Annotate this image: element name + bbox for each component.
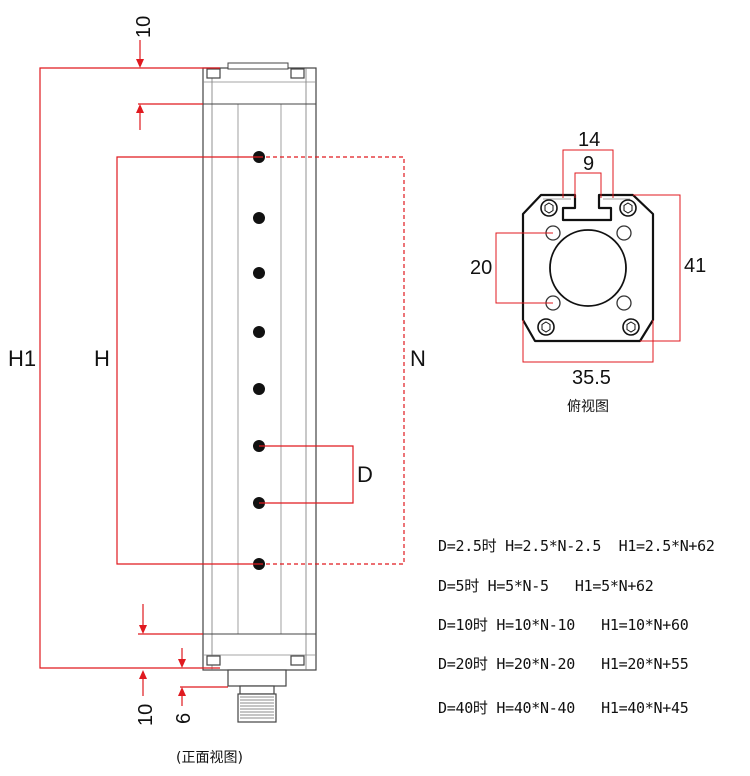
- corner-screw: [540, 199, 558, 217]
- m12-connector: [227, 669, 287, 723]
- corner-clip-bottom-left: [206, 655, 221, 666]
- top-cap: [227, 62, 289, 70]
- h1-dimension: [39, 67, 220, 669]
- formula-d2-5: D=2.5时 H=2.5*N-2.5 H1=2.5*N+62: [438, 537, 715, 555]
- front-view-caption: (正面视图): [176, 750, 243, 766]
- corner-clip-top-left: [206, 68, 221, 79]
- beam-dot: [253, 326, 265, 338]
- front-view: [202, 62, 317, 723]
- outer-slot-label: 14: [578, 129, 600, 151]
- inner-slot-label: 9: [583, 153, 594, 175]
- h1-label: H1: [8, 346, 36, 371]
- hole-spacing-label: 20: [470, 257, 492, 279]
- corner-screw: [537, 318, 555, 336]
- width-label: 35.5: [572, 367, 611, 389]
- height-dim: [633, 194, 681, 342]
- corner-screw: [619, 199, 637, 217]
- front-dimensions: [39, 40, 405, 706]
- mount-hole: [616, 225, 632, 241]
- connector-offset-label: 6: [173, 713, 195, 724]
- formula-d40: D=40时 H=40*N-40 H1=40*N+45: [438, 699, 689, 717]
- height-label: 41: [684, 255, 706, 277]
- top-gap-label: 10: [133, 16, 155, 38]
- formula-d5: D=5时 H=5*N-5 H1=5*N+62: [438, 577, 654, 595]
- formula-d20: D=20时 H=20*N-20 H1=20*N+55: [438, 655, 689, 673]
- corner-clip-bottom-right: [290, 655, 305, 666]
- top-view-dimensions: [495, 149, 681, 363]
- beam-dot: [253, 383, 265, 395]
- top-view: [521, 193, 655, 343]
- hole-spacing-dim: [495, 232, 553, 304]
- width-dim: [522, 320, 654, 363]
- corner-clip-top-right: [290, 68, 305, 79]
- corner-screw: [622, 318, 640, 336]
- n-label: N: [410, 346, 426, 371]
- beam-dot: [253, 212, 265, 224]
- outer-slot-dim: [562, 149, 614, 198]
- d-dimension: [259, 445, 354, 504]
- top-view-caption: 俯视图: [567, 399, 609, 415]
- n-dimension: [259, 156, 405, 565]
- center-bore: [549, 229, 627, 307]
- beam-dot: [253, 267, 265, 279]
- formula-d10: D=10时 H=10*N-10 H1=10*N+60: [438, 616, 689, 634]
- h-dimension: [116, 156, 259, 565]
- d-label: D: [357, 462, 373, 487]
- inner-slot-dim: [574, 172, 602, 198]
- dimension-arrowheads: [136, 59, 186, 696]
- bottom-gap-label: 10: [135, 704, 157, 726]
- mount-hole: [616, 295, 632, 311]
- h-label: H: [94, 346, 110, 371]
